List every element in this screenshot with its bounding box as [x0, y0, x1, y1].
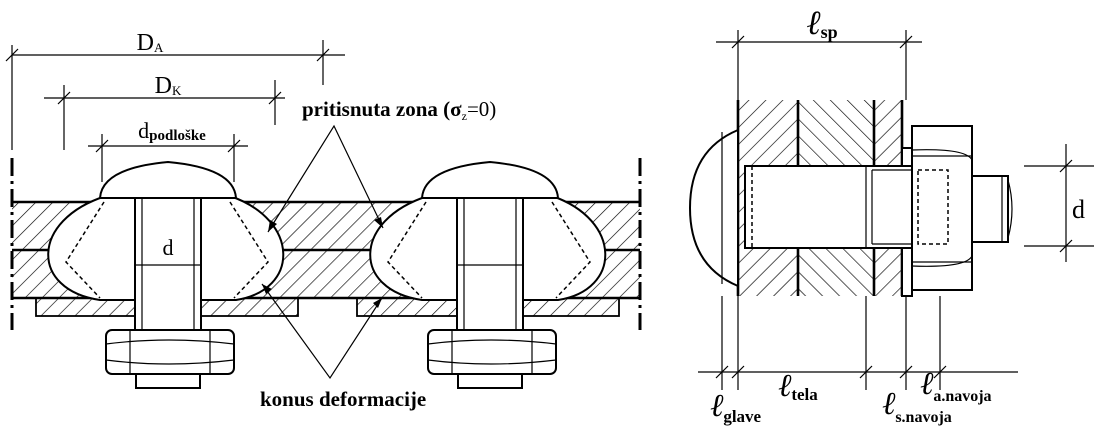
left-bolt: d: [47, 160, 285, 389]
lfree-subscript: a.navoja: [933, 388, 991, 405]
lhead-subscript: glave: [723, 407, 761, 426]
svg-text:ℓglave: ℓglave: [710, 387, 762, 426]
washer-subscript: podloške: [149, 128, 206, 144]
left-figure: d DA: [5, 30, 642, 411]
bolt-diameter-label: d: [163, 235, 174, 260]
lthread-label: ℓ: [882, 385, 896, 421]
cone-label: konus deformacije: [260, 387, 426, 411]
compressed-zone-end: =0): [467, 97, 496, 121]
lthread-subscript: s.navoja: [895, 409, 951, 426]
svg-text:ℓtela: ℓtela: [778, 367, 818, 404]
lhead-label: ℓ: [710, 387, 724, 423]
lbody-label: ℓ: [778, 367, 792, 403]
svg-text:DA: DA: [137, 30, 164, 56]
dimension-da: DA: [5, 30, 345, 150]
dk-label: D: [155, 73, 172, 99]
right-bolt: [369, 160, 607, 389]
lbody-subscript: tela: [791, 385, 818, 404]
cone-annotation: konus deformacije: [260, 283, 426, 411]
compressed-zone-label: pritisnuta zona (σ: [302, 97, 462, 121]
svg-text:dpodloške: dpodloške: [138, 118, 206, 144]
svg-text:ℓa.navoja: ℓa.navoja: [920, 365, 992, 405]
lsp-subscript: sp: [821, 22, 838, 42]
dimension-dk: DK: [44, 73, 285, 150]
right-figure: ℓsp d ℓglave: [688, 5, 1094, 426]
svg-text:ℓsp: ℓsp: [806, 5, 837, 42]
washer-label: d: [138, 118, 149, 143]
svg-text:DK: DK: [155, 73, 182, 99]
da-label: D: [137, 30, 154, 56]
dimension-chain: ℓglave ℓtela ℓs.navoja ℓa.navoja: [698, 296, 1018, 426]
lsp-label: ℓ: [806, 5, 820, 42]
svg-text:ℓs.navoja: ℓs.navoja: [882, 385, 952, 426]
side-bolt: [688, 125, 1013, 291]
d-label: d: [1072, 195, 1085, 224]
dimension-washer: dpodloške: [88, 118, 248, 182]
da-subscript: A: [154, 40, 164, 55]
dk-subscript: K: [172, 83, 182, 98]
lfree-label: ℓ: [920, 365, 934, 401]
compressed-zone-annotation: pritisnuta zona (σz=0): [267, 97, 496, 233]
dimension-lsp: ℓsp: [716, 5, 922, 100]
dimension-d: d: [1024, 144, 1094, 262]
compressed-zone-subscript: z: [462, 109, 467, 123]
svg-text:pritisnuta zona (σz=0): pritisnuta zona (σz=0): [302, 97, 496, 123]
